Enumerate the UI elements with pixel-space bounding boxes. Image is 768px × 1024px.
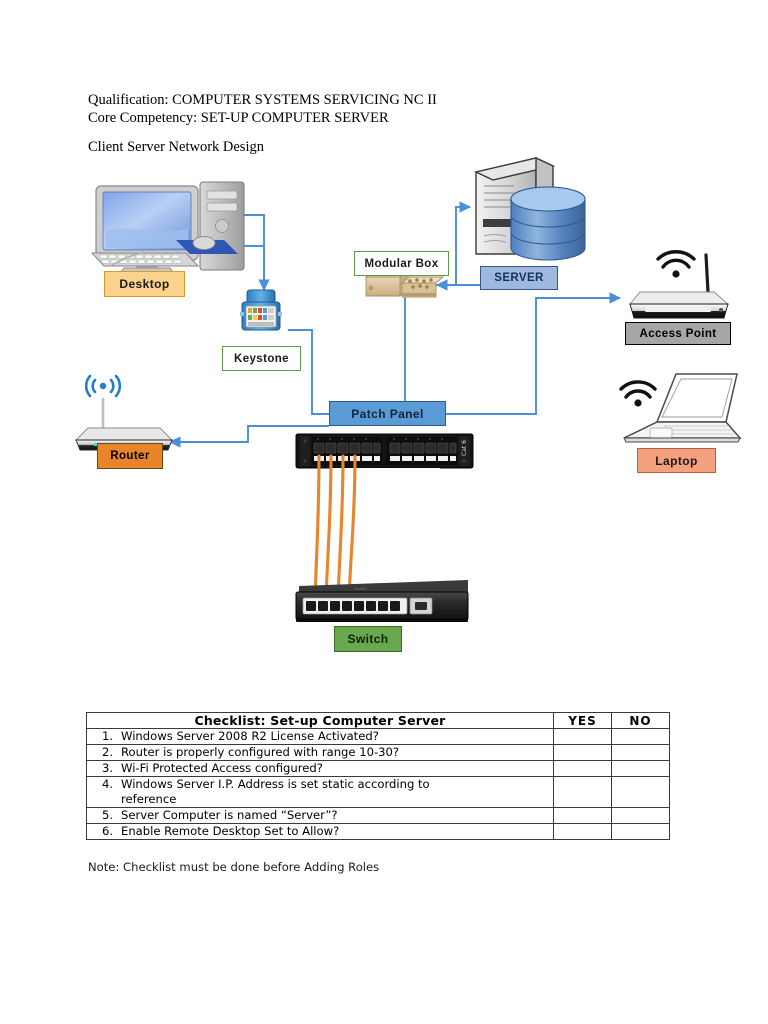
yes-checkbox-cell-4[interactable] [553, 776, 612, 808]
item-number: 5. [101, 808, 113, 822]
yes-checkbox-cell-5[interactable] [553, 807, 612, 824]
label-desktop[interactable]: Desktop [104, 271, 185, 297]
label-router[interactable]: Router [97, 443, 163, 469]
yes-checkbox-cell-3[interactable] [553, 760, 612, 777]
checklist-item-6: 6. Enable Remote Desktop Set to Allow? [86, 823, 554, 840]
network-diagram: Cat 6 [74, 156, 742, 652]
label-switch[interactable]: Switch [334, 626, 402, 652]
yes-checkbox-cell-1[interactable] [553, 728, 612, 745]
checklist-note: Note: Checklist must be done before Addi… [88, 860, 380, 874]
checklist-item-3: 3. Wi-Fi Protected Access configured? [86, 760, 554, 777]
svg-text:Switch: Switch [355, 587, 366, 591]
table-row: 4. Windows Server I.P. Address is set sta… [86, 776, 670, 808]
checklist-item-1: 1. Windows Server 2008 R2 License Activat… [86, 728, 554, 745]
no-checkbox-cell-4[interactable] [611, 776, 670, 808]
label-modular-box[interactable]: Modular Box [354, 251, 449, 276]
core-competency-line: Core Competency: SET-UP COMPUTER SERVER [88, 110, 389, 126]
item-text: Windows Server 2008 R2 License Activated… [121, 729, 379, 743]
checklist-item-2: 2. Router is properly configured with ran… [86, 744, 554, 761]
item-text: Router is properly configured with range… [121, 745, 400, 759]
access-point-icon [629, 250, 730, 319]
label-keystone[interactable]: Keystone [222, 346, 301, 371]
no-checkbox-cell-3[interactable] [611, 760, 670, 777]
table-row: 2. Router is properly configured with ran… [86, 744, 670, 761]
item-number: 1. [101, 729, 113, 743]
no-checkbox-cell-5[interactable] [611, 807, 670, 824]
item-text: Wi-Fi Protected Access configured? [121, 761, 323, 775]
server-tower-icon [473, 156, 586, 261]
connector-lines [168, 201, 622, 448]
desktop-computer-icon [90, 181, 245, 277]
item-text: Windows Server I.P. Address is set stati… [121, 777, 430, 791]
network-switch-icon: Switch [295, 580, 469, 622]
diagram-canvas: Cat 6 [74, 156, 742, 622]
label-patch-panel[interactable]: Patch Panel [329, 401, 446, 426]
checklist-header-row: Checklist: Set-up Computer Server YES NO [86, 712, 670, 729]
column-header-yes: YES [553, 712, 612, 729]
item-number: 4. [101, 777, 113, 791]
label-laptop[interactable]: Laptop [637, 448, 716, 473]
item-text: Enable Remote Desktop Set to Allow? [121, 824, 340, 838]
checklist-table: Checklist: Set-up Computer Server YES NO… [86, 712, 670, 840]
laptop-icon [619, 373, 742, 443]
table-row: 6. Enable Remote Desktop Set to Allow? [86, 823, 670, 840]
label-access-point[interactable]: Access Point [625, 322, 731, 345]
item-text: Server Computer is named “Server”? [121, 808, 338, 822]
qualification-line: Qualification: COMPUTER SYSTEMS SERVICIN… [88, 92, 437, 108]
column-header-no: NO [611, 712, 670, 729]
table-row: 5. Server Computer is named “Server”? [86, 807, 670, 824]
table-row: 1. Windows Server 2008 R2 License Activat… [86, 728, 670, 745]
no-checkbox-cell-2[interactable] [611, 744, 670, 761]
yes-checkbox-cell-6[interactable] [553, 823, 612, 840]
keystone-jack-icon [240, 289, 282, 331]
item-text-continued: reference [121, 792, 177, 806]
no-checkbox-cell-6[interactable] [611, 823, 670, 840]
patch-panel-icon: Cat 6 [295, 433, 474, 504]
table-row: 3. Wi-Fi Protected Access configured? [86, 760, 670, 777]
checklist-item-4: 4. Windows Server I.P. Address is set sta… [86, 776, 554, 808]
checklist-title: Checklist: Set-up Computer Server [86, 712, 554, 729]
no-checkbox-cell-1[interactable] [611, 728, 670, 745]
checklist-item-5: 5. Server Computer is named “Server”? [86, 807, 554, 824]
page-title: Client Server Network Design [88, 139, 264, 155]
patch-panel-port-label: Cat 6 [461, 440, 468, 456]
item-number: 2. [101, 745, 113, 759]
label-server[interactable]: SERVER [480, 266, 558, 290]
wireless-router-icon [74, 374, 174, 451]
yes-checkbox-cell-2[interactable] [553, 744, 612, 761]
item-number: 3. [101, 761, 113, 775]
document-header: Qualification: COMPUTER SYSTEMS SERVICIN… [88, 91, 688, 127]
item-number: 6. [101, 824, 113, 838]
